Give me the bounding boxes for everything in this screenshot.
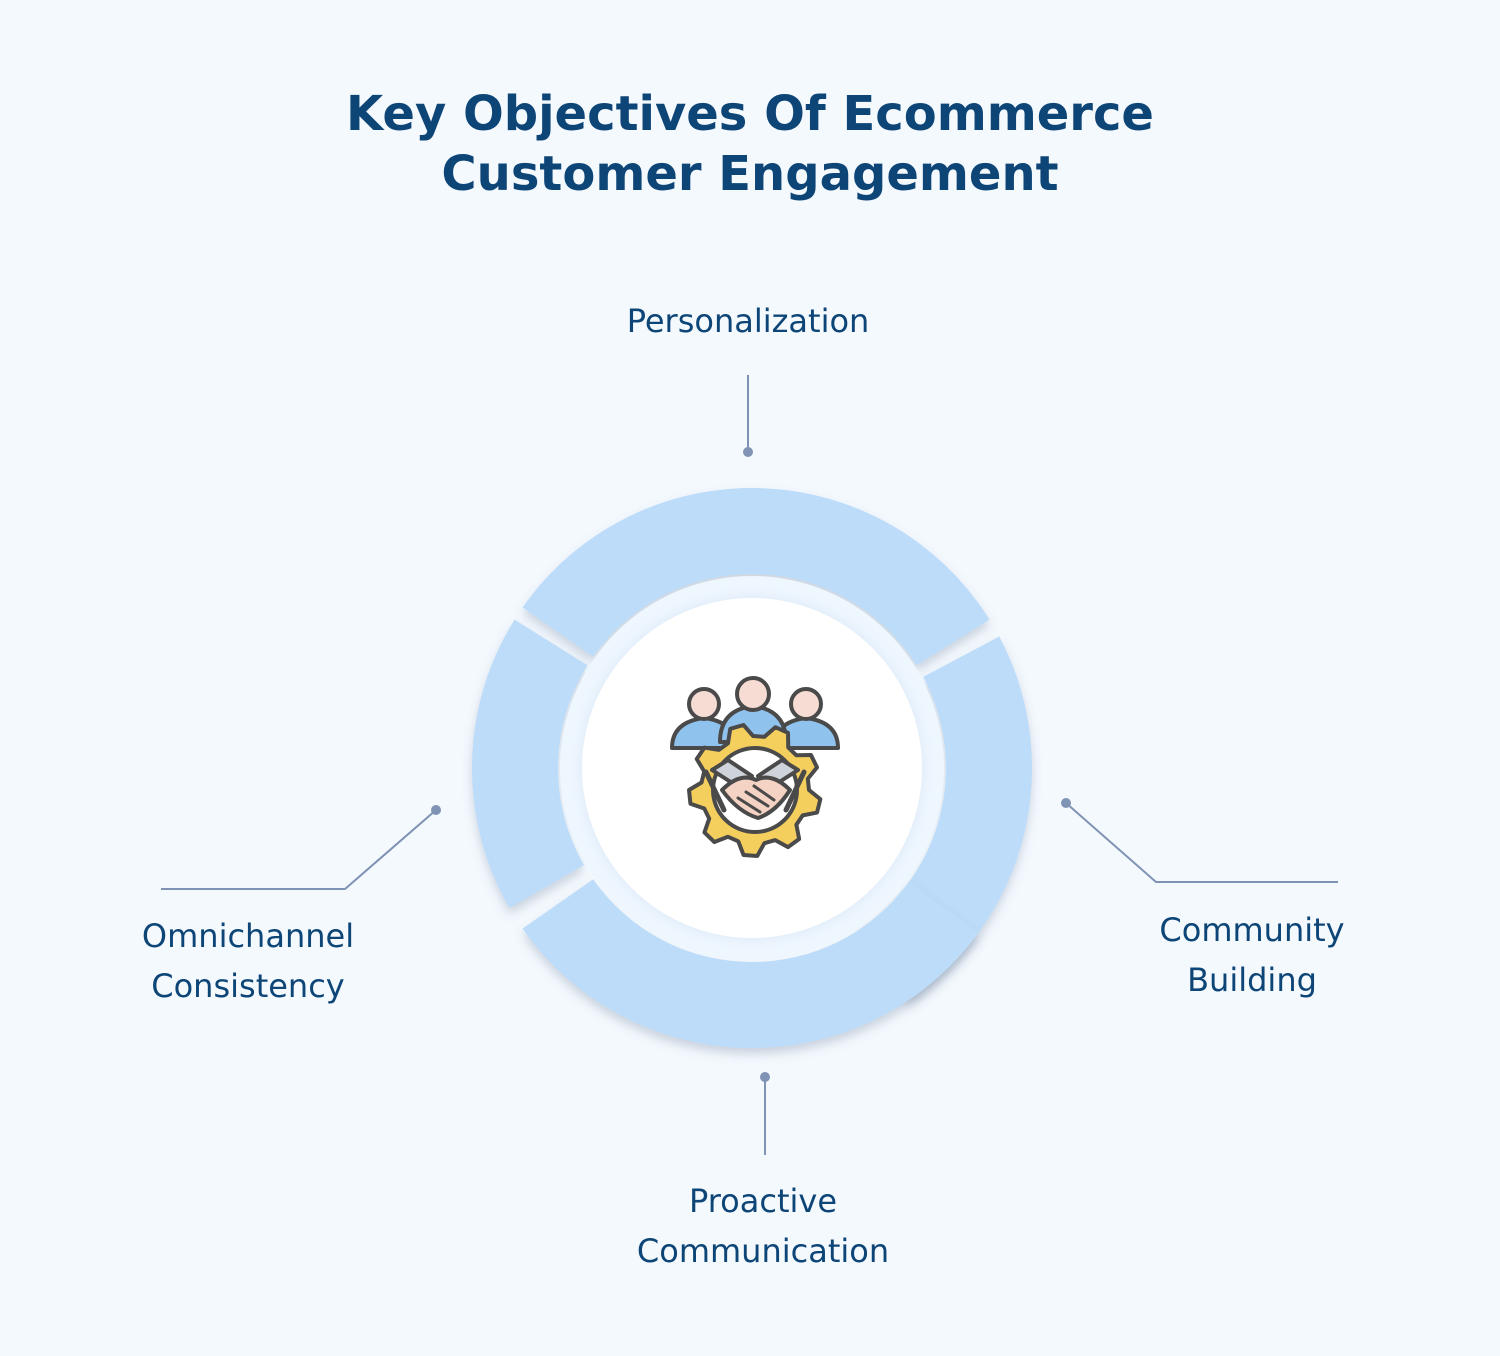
title-line-2: Customer Engagement (441, 146, 1059, 202)
objective-omnichannel-consistency: Omnichannel Consistency (98, 911, 398, 1011)
connector-bottom (760, 1072, 770, 1155)
objective-right-line-2: Building (1187, 961, 1317, 999)
objective-bottom-line-2: Communication (636, 1232, 890, 1270)
ring-segments (472, 488, 1032, 1048)
objective-community-building: Community Building (1102, 905, 1402, 1005)
objective-bottom-line-1: Proactive (688, 1182, 838, 1220)
objective-personalization: Personalization (548, 296, 948, 346)
ring-segment-bottom (522, 879, 979, 1048)
title-line-1: Key Objectives Of Ecommerce (346, 86, 1154, 142)
connector-right (1061, 798, 1338, 883)
objective-proactive-communication: Proactive Communication (563, 1176, 963, 1276)
diagram-title: Key Objectives Of Ecommerce Customer Eng… (0, 84, 1500, 204)
connector-left (161, 805, 441, 890)
objective-right-line-1: Community (1159, 911, 1345, 949)
objective-left-line-2: Consistency (151, 967, 345, 1005)
objective-top-line-1: Personalization (626, 302, 870, 340)
connector-top (743, 375, 753, 457)
ring-segment-top (522, 488, 990, 666)
handshake-gear-team-icon (670, 676, 840, 858)
objective-left-line-1: Omnichannel (141, 917, 355, 955)
ring-segment-left (472, 619, 588, 908)
